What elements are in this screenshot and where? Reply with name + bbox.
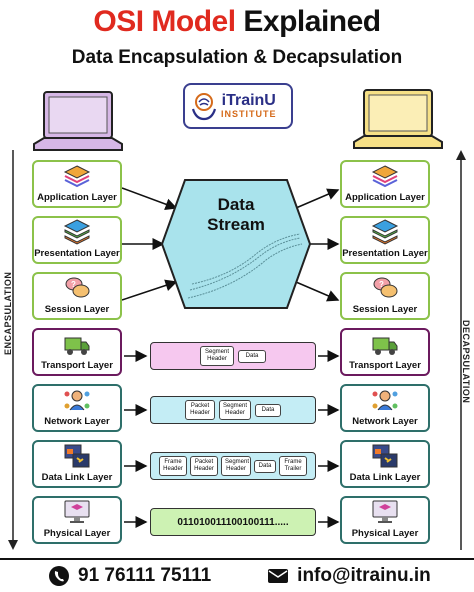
segment-header-cell: Segment Header — [219, 400, 251, 420]
layer-label: Session Layer — [44, 304, 110, 315]
segment-header-cell: Segment Header — [221, 456, 251, 476]
monitor-icon — [64, 500, 90, 523]
network-people-icon — [64, 390, 90, 411]
chat-bubbles-icon: ? — [65, 277, 90, 298]
truck-icon — [64, 337, 90, 355]
email-address: info@itrainu.in — [297, 565, 431, 586]
right-transport-layer: Transport Layer — [340, 328, 430, 376]
right-network-layer: Network Layer — [340, 384, 430, 432]
left-application-layer: Application Layer — [32, 160, 122, 208]
title-highlight: OSI Model — [93, 5, 236, 38]
layers-stack-icon — [63, 165, 91, 188]
page-subtitle: Data Encapsulation & Decapsulation — [71, 47, 403, 68]
physical-bits-unit: 011010011100100111..... — [150, 508, 316, 536]
left-session-layer: ? Session Layer — [32, 272, 122, 320]
layer-label: Physical Layer — [43, 528, 111, 539]
decapsulation-arrow — [456, 150, 466, 550]
email-contact[interactable]: info@itrainu.in — [267, 565, 431, 587]
layer-label: Transport Layer — [349, 360, 421, 371]
data-stream-hexagon — [160, 179, 312, 309]
layer-label: Application Layer — [345, 192, 425, 203]
transport-segment-unit: Segment Header Data — [150, 342, 316, 370]
layer-label: Transport Layer — [41, 360, 113, 371]
title-rest: Explained — [243, 5, 381, 38]
layer-label: Application Layer — [37, 192, 117, 203]
right-session-layer: ? Session Layer — [340, 272, 430, 320]
datalink-frame-unit: Frame Header Packet Header Segment Heade… — [150, 452, 316, 480]
colored-layers-icon — [63, 219, 91, 245]
encapsulation-arrow — [8, 150, 18, 550]
linked-windows-icon — [372, 444, 398, 468]
brain-hands-icon — [191, 93, 217, 121]
email-icon — [268, 569, 289, 583]
packet-header-cell: Packet Header — [190, 456, 218, 476]
laptop-right-icon — [353, 89, 443, 149]
frame-header-cell: Frame Header — [159, 456, 187, 476]
data-stream-label: Data Stream — [185, 195, 287, 235]
data-cell: Data — [254, 459, 276, 473]
contact-bar: 91 76111 75111 info@itrainu.in — [0, 558, 474, 592]
logo-subtitle: INSTITUTE — [221, 109, 277, 119]
bitstream-text: 011010011100100111..... — [177, 516, 289, 528]
data-stream-line2: Stream — [207, 215, 265, 234]
data-cell: Data — [255, 403, 281, 417]
frame-trailer-cell: Frame Trailer — [279, 456, 307, 476]
left-datalink-layer: Data Link Layer — [32, 440, 122, 488]
monitor-icon — [372, 500, 398, 523]
left-transport-layer: Transport Layer — [32, 328, 122, 376]
phone-number: 91 76111 75111 — [78, 565, 212, 586]
data-stream-line1: Data — [217, 195, 255, 214]
right-application-layer: Application Layer — [340, 160, 430, 208]
data-cell: Data — [238, 349, 266, 363]
network-packet-unit: Packet Header Segment Header Data — [150, 396, 316, 424]
layer-label: Data Link Layer — [41, 472, 113, 483]
svg-text:?: ? — [379, 280, 384, 289]
left-network-layer: Network Layer — [32, 384, 122, 432]
left-presentation-layer: Presentation Layer — [32, 216, 122, 264]
layer-label: Presentation Layer — [342, 248, 428, 259]
page-title: OSI Model Explained — [0, 4, 474, 40]
layer-label: Network Layer — [352, 416, 418, 427]
layer-label: Presentation Layer — [34, 248, 120, 259]
layer-label: Network Layer — [44, 416, 110, 427]
layer-label: Data Link Layer — [349, 472, 421, 483]
layer-label: Physical Layer — [351, 528, 419, 539]
svg-text:?: ? — [71, 280, 76, 289]
right-datalink-layer: Data Link Layer — [340, 440, 430, 488]
layers-stack-icon — [371, 165, 399, 188]
truck-icon — [372, 337, 398, 355]
laptop-left-icon — [33, 91, 123, 151]
colored-layers-icon — [371, 219, 399, 245]
logo-brand: iTrainU — [221, 92, 276, 109]
left-physical-layer: Physical Layer — [32, 496, 122, 544]
right-presentation-layer: Presentation Layer — [340, 216, 430, 264]
linked-windows-icon — [64, 444, 90, 468]
packet-header-cell: Packet Header — [185, 400, 215, 420]
network-people-icon — [372, 390, 398, 411]
chat-bubbles-icon: ? — [373, 277, 398, 298]
segment-header-cell: Segment Header — [200, 346, 234, 366]
phone-icon — [49, 566, 69, 586]
right-physical-layer: Physical Layer — [340, 496, 430, 544]
itrainu-logo: iTrainU INSTITUTE — [183, 83, 293, 129]
phone-contact[interactable]: 91 76111 75111 — [48, 565, 211, 587]
layer-label: Session Layer — [352, 304, 418, 315]
